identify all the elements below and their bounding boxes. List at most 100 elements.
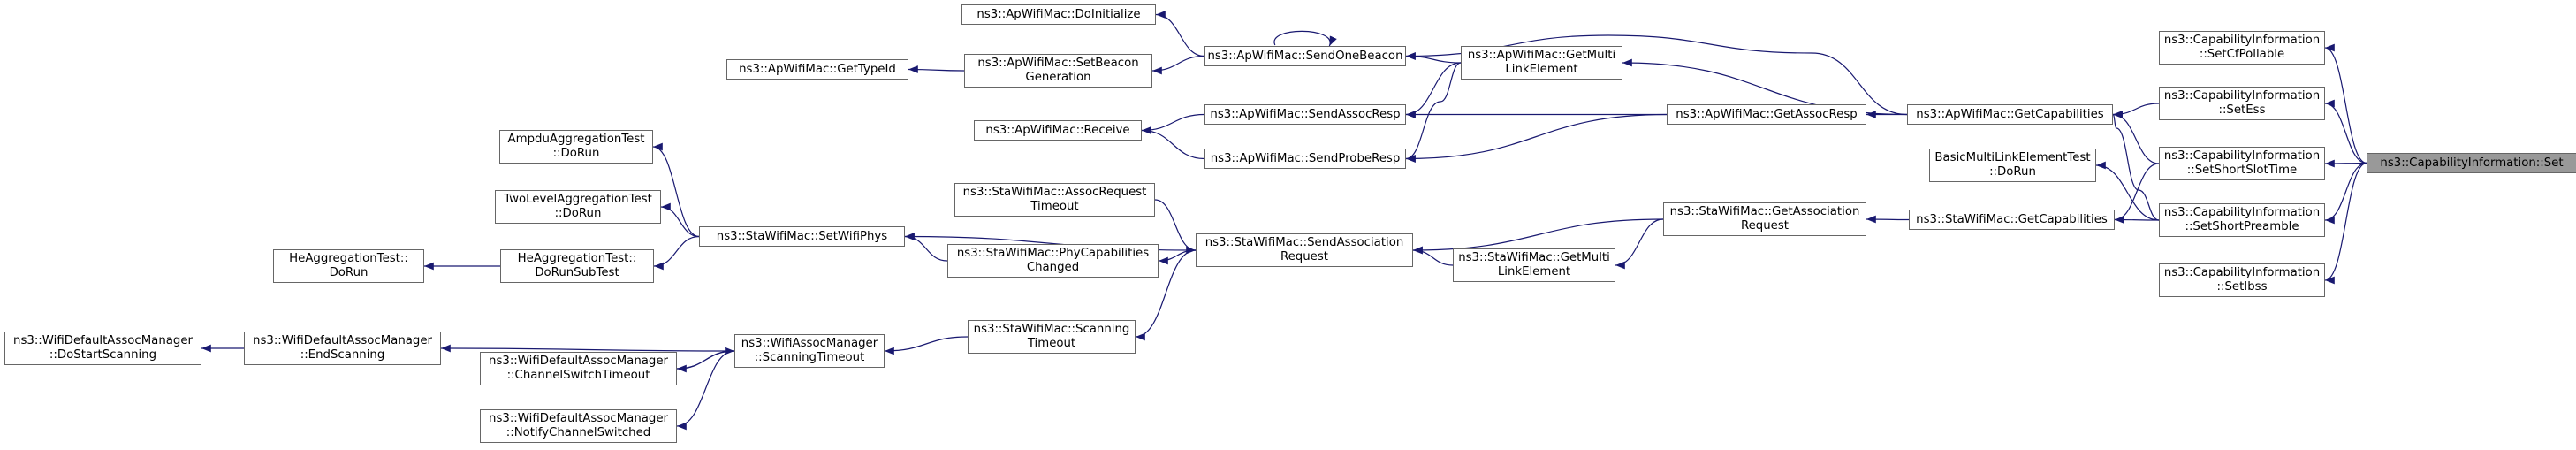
- graph-edge: [2114, 163, 2160, 224]
- graph-node-label: ::ScanningTimeout: [754, 351, 865, 364]
- graph-node-label: ::SetCfPollable: [2199, 48, 2285, 61]
- graph-edge: [1141, 126, 1205, 160]
- graph-node-label: ns3::ApWifiMac::SendAssocResp: [1210, 107, 1401, 121]
- graph-edge: [2112, 111, 2160, 164]
- graph-node-label: ::EndScanning: [300, 348, 385, 362]
- graph-node-ap-receive[interactable]: ns3::ApWifiMac::Receive: [974, 120, 1142, 141]
- graph-edge: [660, 202, 700, 238]
- graph-node-label: ns3::ApWifiMac::SendOneBeacon: [1207, 49, 1403, 63]
- graph-node-ap-gettypeid[interactable]: ns3::ApWifiMac::GetTypeId: [726, 59, 908, 80]
- graph-node-cap-setslot[interactable]: ns3::CapabilityInformation::SetShortSlot…: [2159, 147, 2325, 180]
- graph-node-bml-dorun[interactable]: BasicMultiLinkElementTest::DoRun: [1929, 149, 2096, 182]
- graph-edge: [1273, 30, 1337, 47]
- graph-node-wdam-endscan[interactable]: ns3::WifiDefaultAssocManager::EndScannin…: [244, 332, 441, 365]
- graph-node-label: ns3::CapabilityInformation: [2163, 89, 2321, 103]
- graph-node-ap-getassoc[interactable]: ns3::ApWifiMac::GetAssocResp: [1667, 104, 1866, 125]
- graph-node-wam-scantimeout[interactable]: ns3::WifiAssocManager::ScanningTimeout: [734, 334, 885, 368]
- graph-edge: [904, 233, 948, 262]
- graph-edge: [676, 350, 735, 431]
- graph-edge: [1135, 249, 1197, 341]
- graph-node-label: ns3::CapabilityInformation::Set: [2380, 156, 2564, 170]
- graph-node-label: ns3::CapabilityInformation: [2163, 149, 2321, 163]
- graph-node-cap-setess[interactable]: ns3::CapabilityInformation::SetEss: [2159, 87, 2325, 120]
- graph-node-ampdu-dorun[interactable]: AmpduAggregationTest::DoRun: [499, 130, 653, 164]
- graph-node-sta-setphys[interactable]: ns3::StaWifiMac::SetWifiPhys: [699, 226, 905, 247]
- graph-node-label: ns3::ApWifiMac::GetMulti: [1467, 49, 1616, 62]
- graph-edge: [2324, 162, 2367, 285]
- graph-node-wdam-chswitch[interactable]: ns3::WifiDefaultAssocManager::ChannelSwi…: [480, 352, 677, 385]
- graph-node-label: LinkElement: [1497, 265, 1571, 278]
- graph-node-label: ::SetEss: [2218, 103, 2266, 117]
- graph-node-he-dorunsub[interactable]: HeAggregationTest::DoRunSubTest: [500, 249, 654, 283]
- graph-node-cap-setibss[interactable]: ns3::CapabilityInformation::SetIbss: [2159, 263, 2325, 297]
- graph-node-cap-setcf[interactable]: ns3::CapabilityInformation::SetCfPollabl…: [2159, 31, 2325, 65]
- graph-node-label: ns3::CapabilityInformation: [2163, 206, 2321, 219]
- graph-node-label: ns3::ApWifiMac::Receive: [985, 123, 1130, 137]
- graph-node-twolevel-dorun[interactable]: TwoLevelAggregationTest::DoRun: [495, 190, 661, 224]
- graph-edge: [1866, 215, 1910, 224]
- graph-node-ap-sendbeacon[interactable]: ns3::ApWifiMac::SendOneBeacon: [1204, 46, 1406, 66]
- graph-node-label: ns3::StaWifiMac::SetWifiPhys: [716, 229, 888, 243]
- graph-node-label: HeAggregationTest::: [517, 252, 637, 265]
- graph-node-label: ::SetShortSlotTime: [2186, 164, 2298, 177]
- graph-node-label: BasicMultiLinkElementTest: [1934, 151, 2091, 164]
- graph-node-label: ns3::StaWifiMac::AssocRequest: [962, 186, 1147, 199]
- graph-node-he-dorun[interactable]: HeAggregationTest::DoRun: [273, 249, 424, 283]
- graph-edge: [1155, 11, 1205, 57]
- graph-node-label: ns3::WifiDefaultAssocManager: [253, 334, 432, 347]
- graph-node-wdam-notify[interactable]: ns3::WifiDefaultAssocManager::NotifyChan…: [480, 409, 677, 443]
- graph-node-label: DoRunSubTest: [535, 266, 619, 279]
- graph-edge: [652, 142, 700, 238]
- graph-node-label: ns3::StaWifiMac::Scanning: [973, 323, 1130, 336]
- graph-node-label: ns3::StaWifiMac::GetCapabilities: [1916, 212, 2108, 226]
- graph-edge: [1412, 246, 1454, 266]
- graph-node-label: Generation: [1025, 71, 1091, 84]
- graph-node-label: ::DoStartScanning: [49, 348, 157, 362]
- graph-edge: [2095, 161, 2160, 221]
- graph-node-label: ns3::CapabilityInformation: [2163, 34, 2321, 47]
- graph-edge: [676, 347, 735, 370]
- graph-node-ap-getcap[interactable]: ns3::ApWifiMac::GetCapabilities: [1907, 104, 2113, 125]
- graph-edge: [2112, 103, 2160, 118]
- graph-node-label: Timeout: [1027, 337, 1076, 350]
- graph-node-wdam-startscan[interactable]: ns3::WifiDefaultAssocManager::DoStartSca…: [4, 332, 201, 365]
- graph-node-label: ns3::ApWifiMac::GetCapabilities: [1916, 107, 2104, 121]
- graph-edge: [1412, 218, 1664, 255]
- graph-node-label: Changed: [1026, 261, 1080, 274]
- graph-node-label: ns3::WifiDefaultAssocManager: [489, 355, 668, 368]
- graph-node-label: ns3::WifiDefaultAssocManager: [13, 334, 193, 347]
- graph-node-label: HeAggregationTest::: [289, 252, 408, 265]
- graph-edge: [2114, 216, 2160, 224]
- graph-node-label: ::NotifyChannelSwitched: [505, 426, 651, 439]
- graph-edge: [908, 65, 965, 73]
- graph-edge: [2112, 111, 2160, 221]
- graph-node-label: LinkElement: [1505, 63, 1578, 76]
- graph-node-label: ns3::CapabilityInformation: [2163, 266, 2321, 279]
- graph-edge: [653, 235, 700, 271]
- graph-node-ap-doinit[interactable]: ns3::ApWifiMac::DoInitialize: [961, 4, 1156, 25]
- graph-node-label: ns3::WifiAssocManager: [741, 337, 878, 350]
- graph-edge: [1151, 55, 1205, 75]
- graph-node-cap-setpre[interactable]: ns3::CapabilityInformation::SetShortPrea…: [2159, 203, 2325, 237]
- graph-edge: [1405, 62, 1462, 118]
- graph-node-label: ns3::StaWifiMac::SendAssociation: [1204, 236, 1404, 249]
- graph-node-ap-sendassoc[interactable]: ns3::ApWifiMac::SendAssocResp: [1204, 104, 1406, 125]
- graph-edge: [1405, 62, 1462, 163]
- graph-edge: [2324, 99, 2367, 164]
- graph-edge: [1615, 218, 1664, 270]
- graph-node-ap-sendprobe[interactable]: ns3::ApWifiMac::SendProbeResp: [1204, 149, 1406, 169]
- graph-node-label: AmpduAggregationTest: [507, 133, 645, 146]
- graph-edge: [1154, 199, 1197, 255]
- graph-node-sta-getcap[interactable]: ns3::StaWifiMac::GetCapabilities: [1909, 210, 2115, 230]
- graph-node-label: Timeout: [1030, 200, 1079, 213]
- graph-node-label: TwoLevelAggregationTest: [504, 193, 652, 206]
